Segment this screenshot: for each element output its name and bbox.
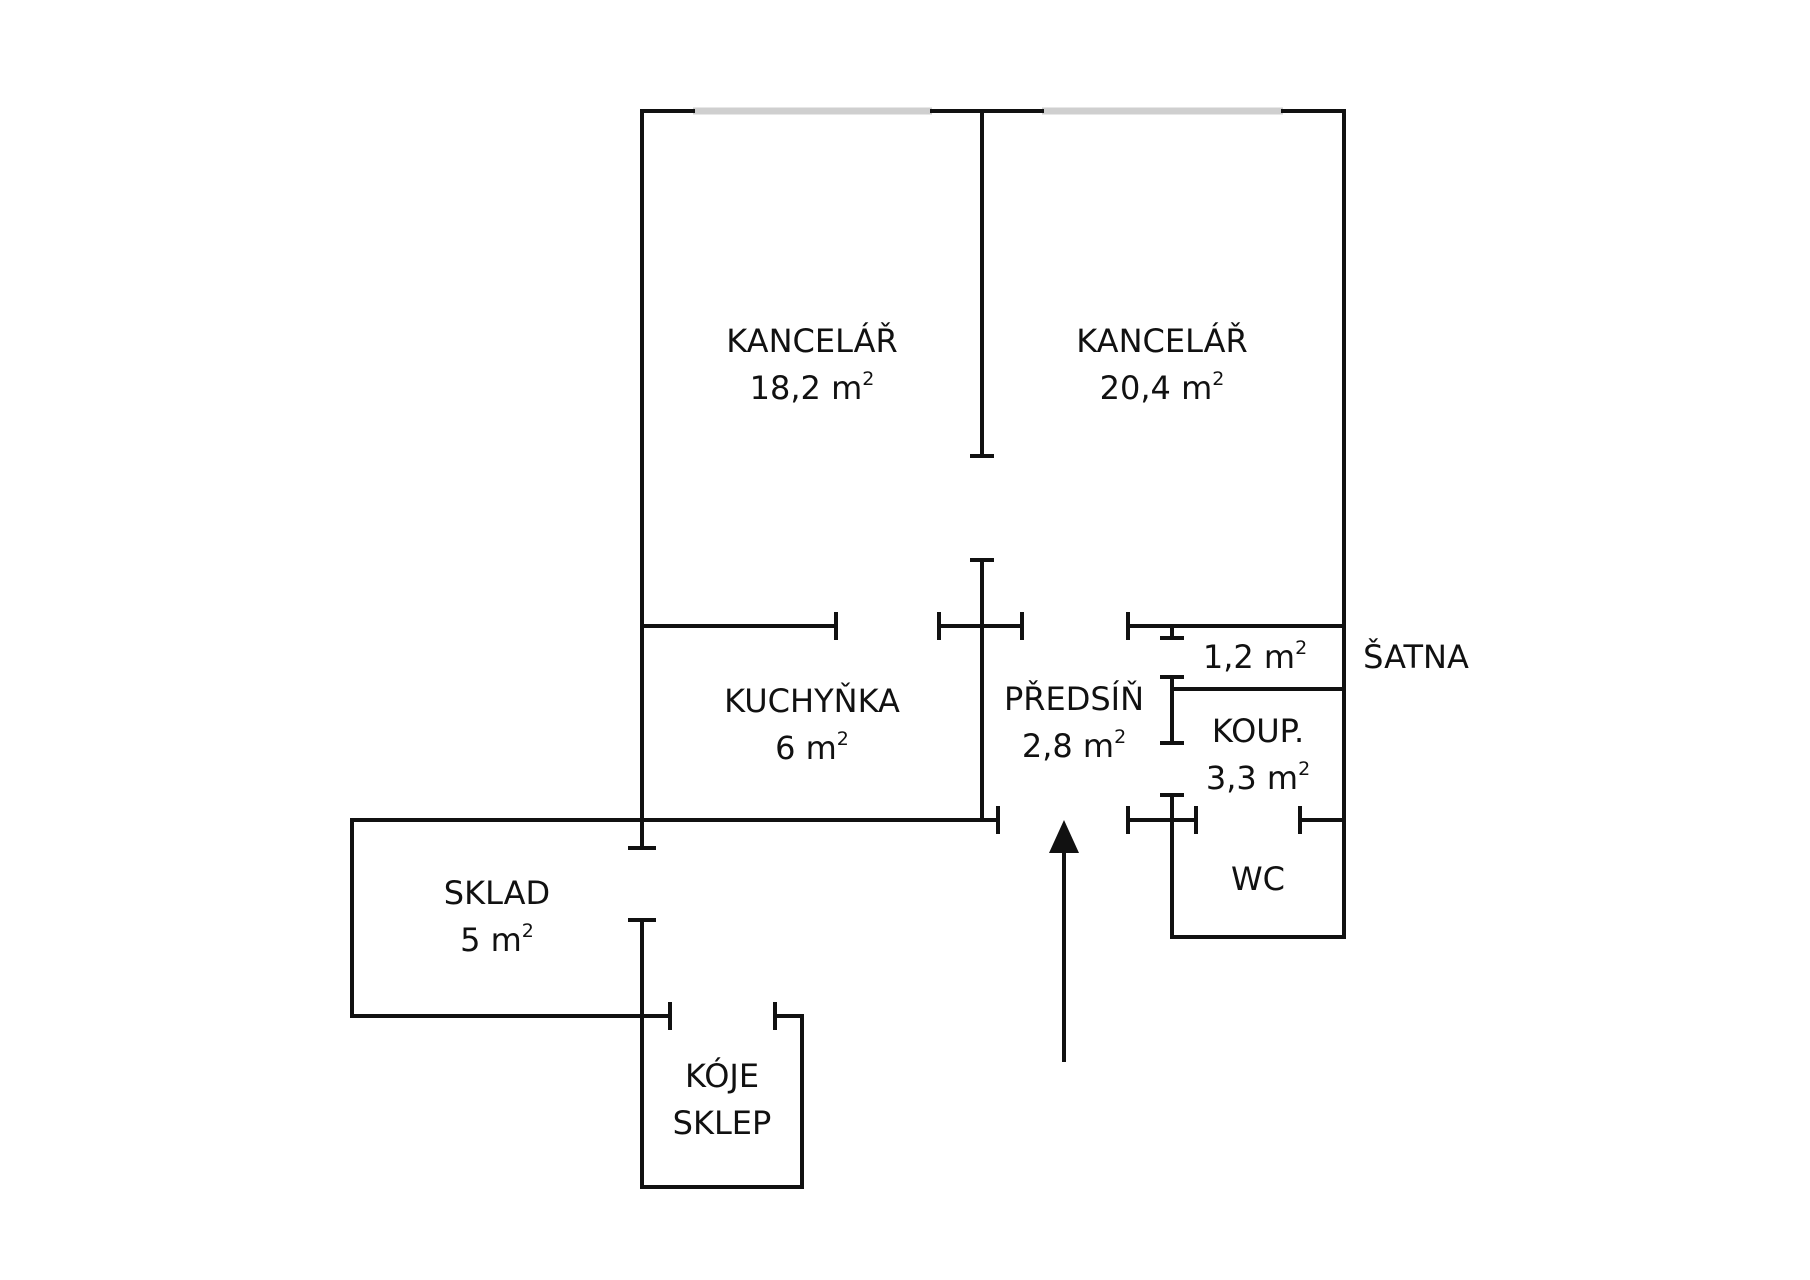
room-storage: SKLAD 5 m2 [444, 874, 550, 959]
wall-storage [350, 818, 656, 1189]
room-kitchen: KUCHYŇKA 6 m2 [724, 682, 900, 767]
room-name-line2: SKLEP [673, 1104, 772, 1142]
room-name: KUCHYŇKA [724, 682, 900, 720]
room-hallway: PŘEDSÍŇ 2,8 m2 [1004, 680, 1144, 765]
wall-hallway-bottom [350, 806, 1346, 834]
room-name: ŠATNA [1363, 637, 1469, 676]
room-area: 1,2 m2 [1203, 637, 1307, 676]
room-wc: WC [1231, 860, 1285, 898]
room-name: KOUP. [1212, 712, 1304, 750]
wall-service-block [1126, 612, 1346, 745]
room-office-right: KANCELÁŘ 20,4 m2 [1076, 322, 1248, 407]
room-name: SKLAD [444, 874, 550, 912]
arrow-up-icon [1049, 820, 1079, 1062]
room-name: WC [1231, 860, 1285, 898]
room-name: KANCELÁŘ [1076, 322, 1248, 360]
room-cellar: KÓJE SKLEP [673, 1056, 772, 1142]
wall-between-offices [970, 109, 994, 820]
room-area: 2,8 m2 [1022, 726, 1126, 765]
room-wardrobe: 1,2 m2 ŠATNA [1203, 637, 1469, 676]
wall-kitchen-top [640, 612, 1024, 640]
room-name: PŘEDSÍŇ [1004, 680, 1144, 718]
room-area: 6 m2 [775, 728, 849, 767]
room-bathroom: KOUP. 3,3 m2 [1206, 712, 1310, 797]
room-office-left: KANCELÁŘ 18,2 m2 [726, 322, 898, 407]
outer-walls [640, 109, 1346, 939]
room-name: KANCELÁŘ [726, 322, 898, 360]
room-area: 5 m2 [460, 920, 534, 959]
wall-wc [1160, 793, 1346, 939]
room-name-line1: KÓJE [685, 1056, 759, 1095]
room-area: 3,3 m2 [1206, 758, 1310, 797]
room-area: 18,2 m2 [750, 368, 875, 407]
wall-cellar [640, 1002, 804, 1189]
room-area: 20,4 m2 [1100, 368, 1225, 407]
